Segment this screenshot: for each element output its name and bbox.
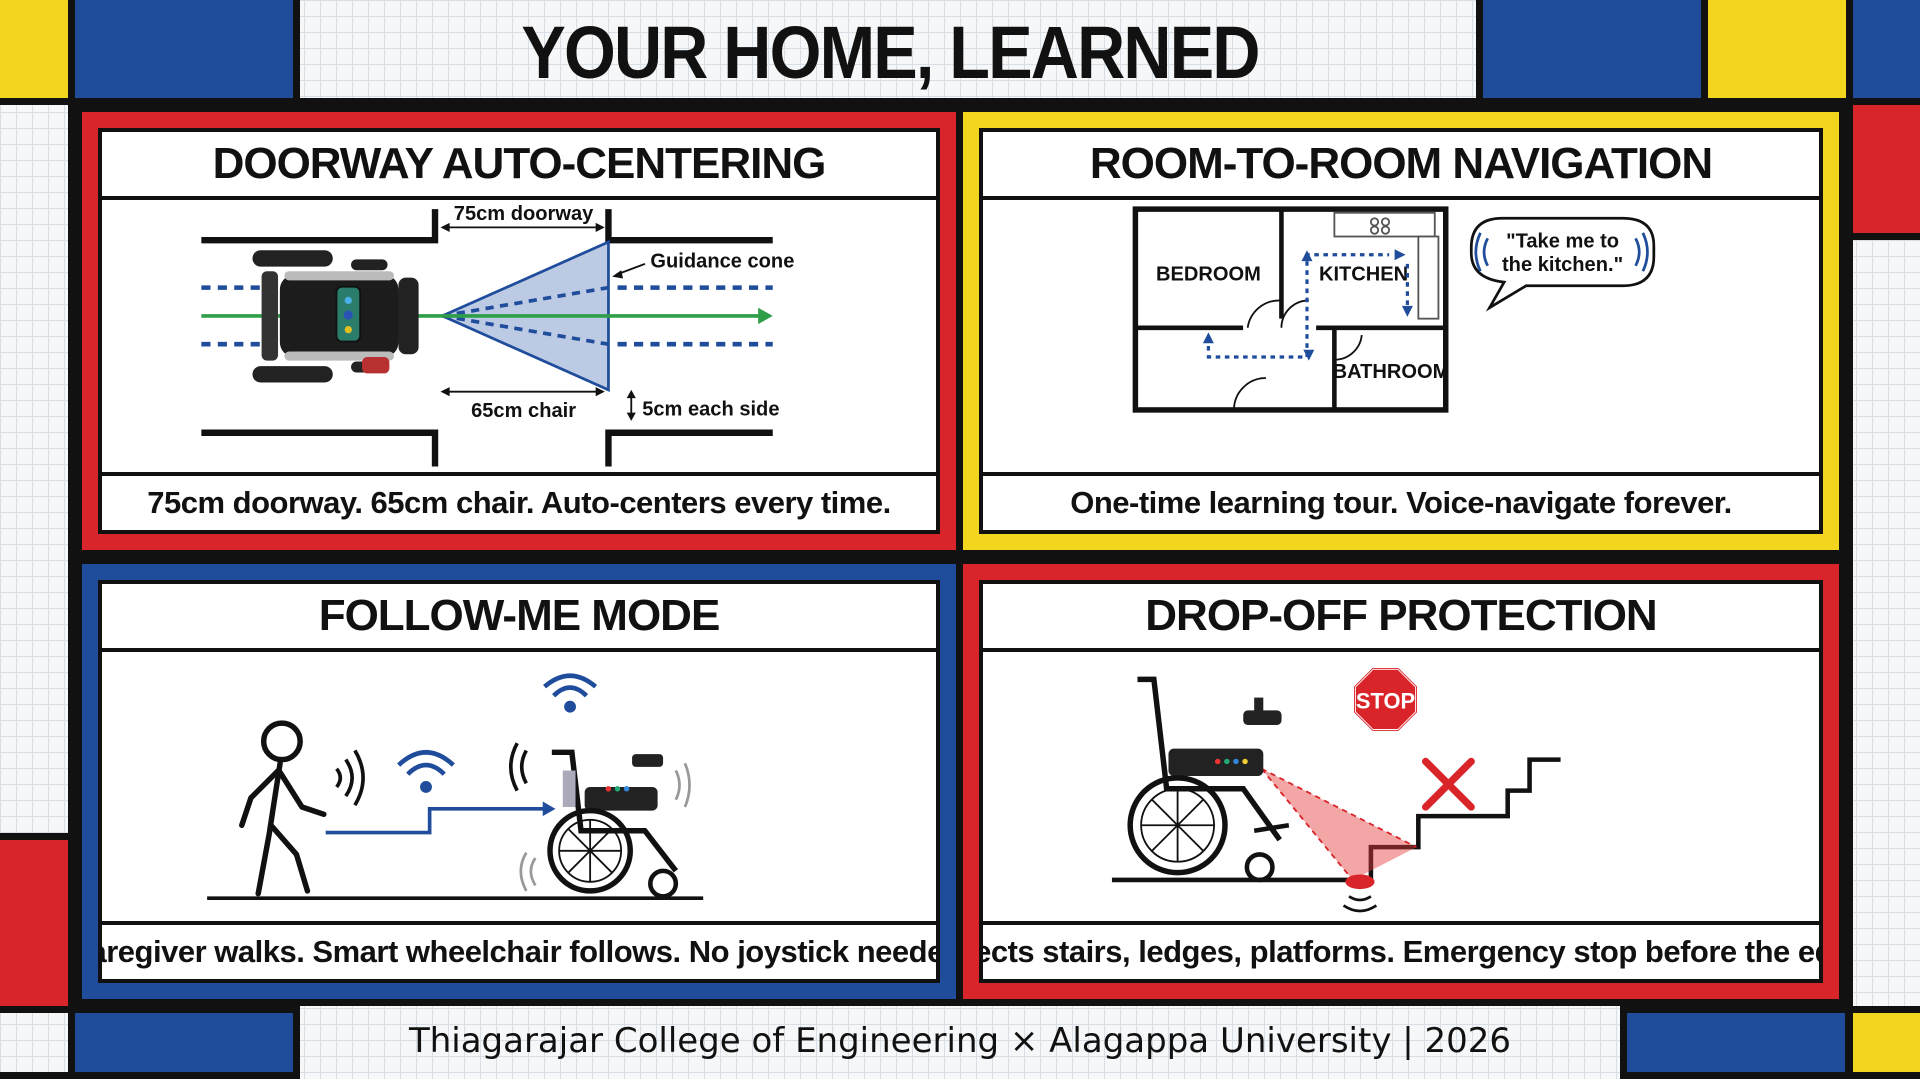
mondrian-block xyxy=(68,1006,300,1079)
guidance-cone-label: Guidance cone xyxy=(650,251,794,273)
mondrian-block xyxy=(0,1006,75,1079)
panel-caption: Detects stairs, ledges, platforms. Emerg… xyxy=(983,921,1819,979)
chair-width-label: 65cm chair xyxy=(471,400,576,422)
mondrian-block xyxy=(0,0,75,105)
wifi-icon xyxy=(397,750,455,793)
stop-sign-icon: STOP xyxy=(1353,667,1418,732)
footer-credits: Thiagarajar College of Engineering × Ala… xyxy=(408,1021,1512,1061)
doorway-diagram: 75cm doorway 65cm chair 5cm each side Gu… xyxy=(201,203,794,467)
panel-heading: FOLLOW-ME MODE xyxy=(102,584,936,652)
speech-bubble: "Take me to the kitchen." xyxy=(1469,216,1656,312)
panel-heading: DROP-OFF PROTECTION xyxy=(983,584,1819,652)
panel-caption: Caregiver walks. Smart wheelchair follow… xyxy=(102,921,936,979)
sensor-beam xyxy=(1261,768,1417,880)
wheelchair-side-icon xyxy=(547,749,679,899)
speech-line-2: the kitchen." xyxy=(1502,254,1623,276)
cross-icon xyxy=(1421,757,1475,811)
wifi-icon xyxy=(543,673,598,713)
page-title: YOUR HOME, LEARNED xyxy=(521,10,1260,94)
mondrian-block xyxy=(1476,0,1708,105)
mondrian-block xyxy=(1846,233,1920,1013)
mondrian-block xyxy=(1846,98,1920,240)
panel-drop-off: DROP-OFF PROTECTION STOP xyxy=(956,557,1846,1006)
room-label-bedroom: BEDROOM xyxy=(1156,263,1261,285)
clearance-label: 5cm each side xyxy=(642,398,779,420)
drop-off-diagram: STOP xyxy=(1111,667,1561,913)
doorway-width-label: 75cm doorway xyxy=(454,203,594,225)
stop-sign-text: STOP xyxy=(1356,689,1415,714)
follow-me-diagram xyxy=(207,673,704,901)
mondrian-block xyxy=(0,98,75,840)
panel-doorway: DOORWAY AUTO-CENTERING xyxy=(75,105,963,557)
mondrian-block xyxy=(1846,0,1920,105)
mondrian-block xyxy=(1846,1006,1920,1079)
panel-follow-me: FOLLOW-ME MODE xyxy=(75,557,963,1006)
panel-heading: DOORWAY AUTO-CENTERING xyxy=(102,132,936,200)
panel-caption: 75cm doorway. 65cm chair. Auto-centers e… xyxy=(102,472,936,530)
room-label-bathroom: BATHROOM xyxy=(1333,361,1450,383)
floor-plan-diagram: BEDROOM KITCHEN BATHROOM "Take me to the… xyxy=(1132,206,1656,413)
panel-caption: One-time learning tour. Voice-navigate f… xyxy=(983,472,1819,530)
mondrian-block xyxy=(68,0,300,105)
panel-heading: ROOM-TO-ROOM NAVIGATION xyxy=(983,132,1819,200)
wheelchair-side-icon xyxy=(1127,676,1290,883)
mondrian-block xyxy=(1620,1006,1852,1079)
panel-navigation: ROOM-TO-ROOM NAVIGATION xyxy=(956,105,1846,557)
mondrian-block xyxy=(1701,0,1853,105)
walking-person-icon xyxy=(239,720,327,897)
wheelchair-top-icon xyxy=(252,250,419,383)
speech-line-1: "Take me to xyxy=(1506,230,1619,252)
mondrian-block xyxy=(0,833,75,1013)
room-label-kitchen: KITCHEN xyxy=(1319,263,1408,285)
